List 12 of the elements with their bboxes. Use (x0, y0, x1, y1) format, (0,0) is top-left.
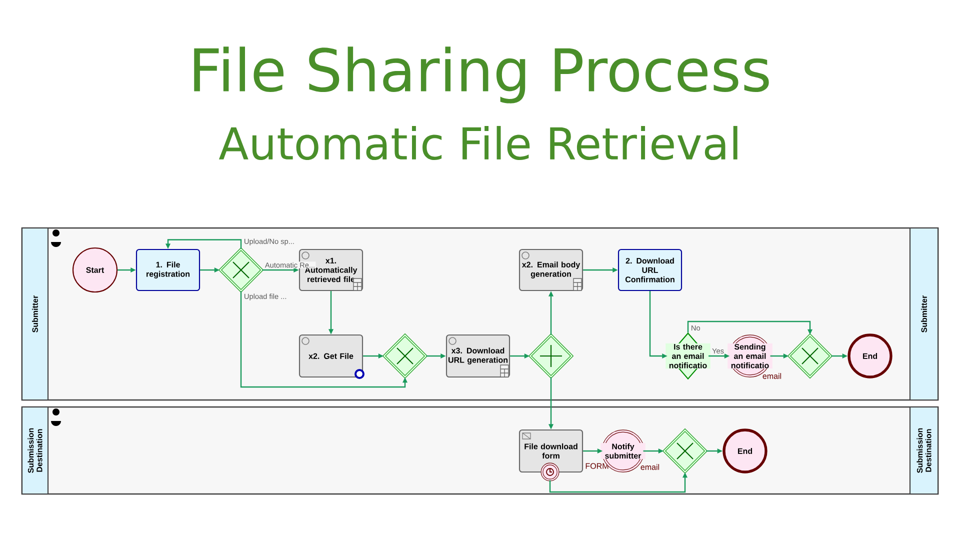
task-box: 1. File registration (136, 248, 200, 292)
end-event: End (848, 334, 892, 378)
title: File Sharing Process (194, 46, 769, 104)
task-box: x2. Get File (298, 334, 364, 378)
task-box: File download form (518, 429, 584, 473)
task-box: 2. Download URL Confirmation (618, 248, 682, 292)
start-event: Start (72, 247, 118, 293)
end-event: End (722, 428, 768, 474)
task-box: x2. Email body generation (518, 248, 584, 292)
subtitle: Automatic File Retrieval (218, 126, 738, 160)
timer-event (540, 462, 560, 482)
task-box: x3. Download URL generation (446, 334, 510, 378)
